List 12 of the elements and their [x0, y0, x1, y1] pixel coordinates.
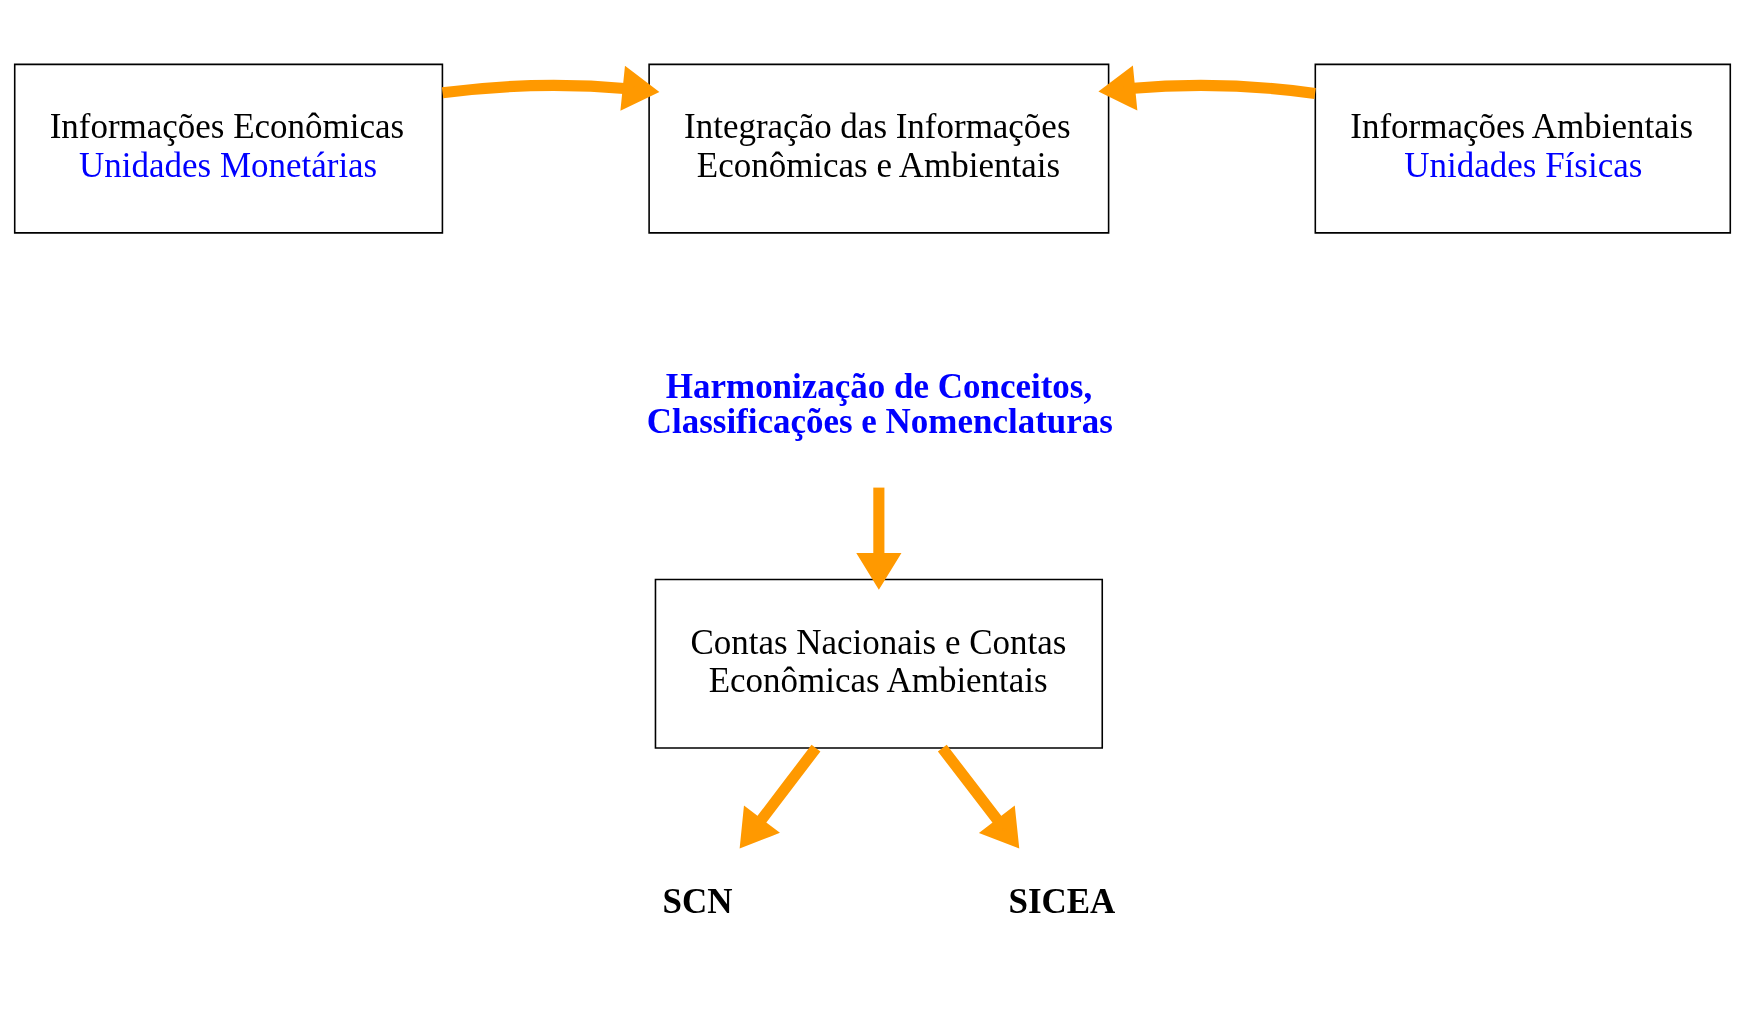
- arrow: [441, 65, 660, 111]
- arrow: [856, 487, 902, 590]
- node-text: Harmonização de Conceitos, Classificações e Nomenclaturas: [646, 366, 1113, 441]
- arrow: [937, 744, 1020, 849]
- node-box: Contas Nacionais e Contas Econômicas Ambientais: [654, 578, 1104, 749]
- node-box: Informações Econômicas Unidades Monetárias: [13, 63, 444, 234]
- node-box: Informações Ambientais Unidades Físicas: [1314, 63, 1732, 234]
- arrow: [1098, 65, 1316, 111]
- node-text: SICEA: [1008, 881, 1116, 921]
- node-text: SCN: [662, 881, 733, 921]
- arrow: [739, 744, 821, 849]
- node-box: Integração das Informações Econômicas e Ambientais: [648, 63, 1110, 234]
